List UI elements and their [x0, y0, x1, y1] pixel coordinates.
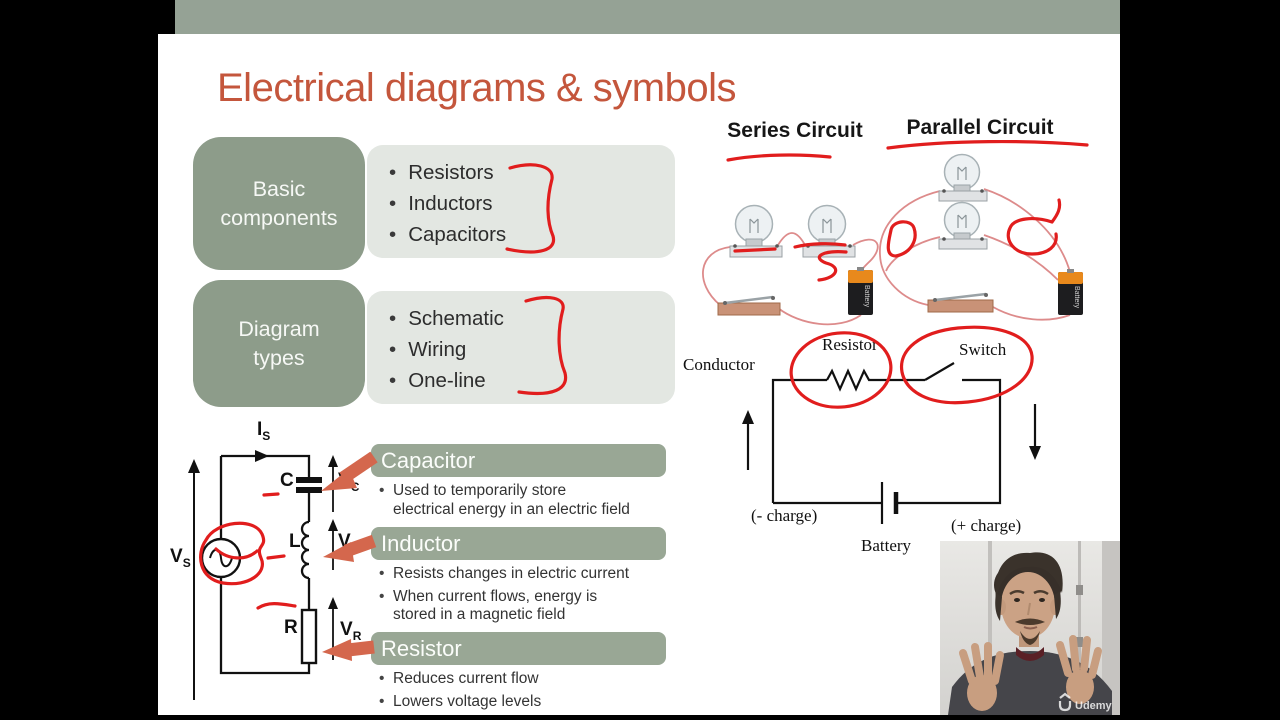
diagram-types-list: SchematicWiringOne-line	[367, 291, 675, 396]
resistor-section-bar: Resistor	[371, 632, 666, 665]
light-bulb-icon	[802, 204, 856, 258]
series-circuit-heading: Series Circuit	[727, 119, 863, 142]
knife-switch-icon	[717, 295, 781, 316]
light-bulb-icon	[938, 201, 988, 250]
loop-wires	[771, 362, 1002, 524]
presenter: Udemy	[940, 541, 1120, 715]
panel-bullet-item: Wiring	[389, 334, 675, 365]
inductor-section-bullets: Resists changes in electric currentWhen …	[377, 565, 665, 629]
top-left-notch	[158, 0, 175, 34]
diagram-types-box: Diagram types	[193, 280, 365, 407]
battery-icon: Battery	[848, 267, 873, 315]
rlc-l-label: L	[289, 531, 301, 552]
rlc-vr-label: VR	[340, 619, 362, 643]
rlc-c-label: C	[280, 470, 294, 491]
panel-bullet-item: Capacitors	[389, 219, 675, 250]
diagram-types-panel: SchematicWiringOne-line	[367, 291, 675, 404]
inductor-section-bar: Inductor	[371, 527, 666, 560]
rlc-vs-label: VS	[170, 546, 191, 570]
basic-components-panel: ResistorsInductorsCapacitors	[367, 145, 675, 258]
rlc-is-label: IS	[257, 419, 271, 443]
basic-components-label: Basic components	[220, 176, 338, 230]
presenter-hands	[959, 635, 1102, 685]
basic-components-box: Basic components	[193, 137, 365, 270]
series-parallel-figure: Battery	[702, 153, 1083, 326]
svg-text:Udemy: Udemy	[1075, 700, 1113, 712]
panel-bullet-item: Resistors	[389, 157, 675, 188]
neg-charge-label: (- charge)	[751, 506, 818, 525]
rlc-cap-plates	[296, 477, 322, 493]
slide: Electrical diagrams & symbols Basic comp…	[158, 0, 1120, 715]
pos-charge-label: (+ charge)	[951, 516, 1022, 535]
capacitor-section-bar: Capacitor	[371, 444, 666, 477]
conductor-label: Conductor	[683, 355, 755, 374]
rlc-vc-label: VC	[338, 470, 360, 494]
udemy-logo-icon	[1058, 692, 1072, 712]
rlc-arrows	[188, 450, 338, 700]
presenter-figure	[948, 552, 1112, 715]
svg-text:Battery: Battery	[863, 285, 870, 308]
rlc-r-label: R	[284, 617, 298, 638]
svg-text:Battery: Battery	[1073, 286, 1080, 309]
current-arrows	[742, 404, 1041, 470]
section-bullet: Resists changes in electric current	[377, 565, 665, 584]
light-bulb-icon	[729, 204, 783, 258]
panel-bullet-item: One-line	[389, 365, 675, 396]
section-bullet: Reduces current flow	[377, 670, 665, 689]
section-bullet: Lowers voltage levels	[377, 693, 665, 712]
slide-top-bar	[175, 0, 1120, 34]
battery-label: Battery	[861, 536, 912, 555]
battery-icon: Battery	[1058, 269, 1083, 315]
panel-bullet-item: Inductors	[389, 188, 675, 219]
resistor-label: Resistor	[822, 335, 878, 354]
panel-bullet-item: Schematic	[389, 303, 675, 334]
light-bulb-icon	[938, 153, 988, 202]
basic-components-list: ResistorsInductorsCapacitors	[367, 145, 675, 250]
diagram-types-label: Diagram types	[238, 316, 320, 370]
page-title: Electrical diagrams & symbols	[217, 66, 737, 110]
webcam-overlay: Udemy	[940, 541, 1120, 715]
rlc-vl-label: VL	[338, 531, 359, 555]
knife-switch-icon	[927, 292, 994, 313]
rlc-circuit-figure	[188, 450, 338, 700]
resistor-section-bullets: Reduces current flowLowers voltage level…	[377, 670, 665, 715]
switch-label: Switch	[959, 340, 1007, 359]
udemy-watermark: Udemy	[1058, 692, 1113, 712]
parallel-circuit-heading: Parallel Circuit	[906, 116, 1054, 139]
